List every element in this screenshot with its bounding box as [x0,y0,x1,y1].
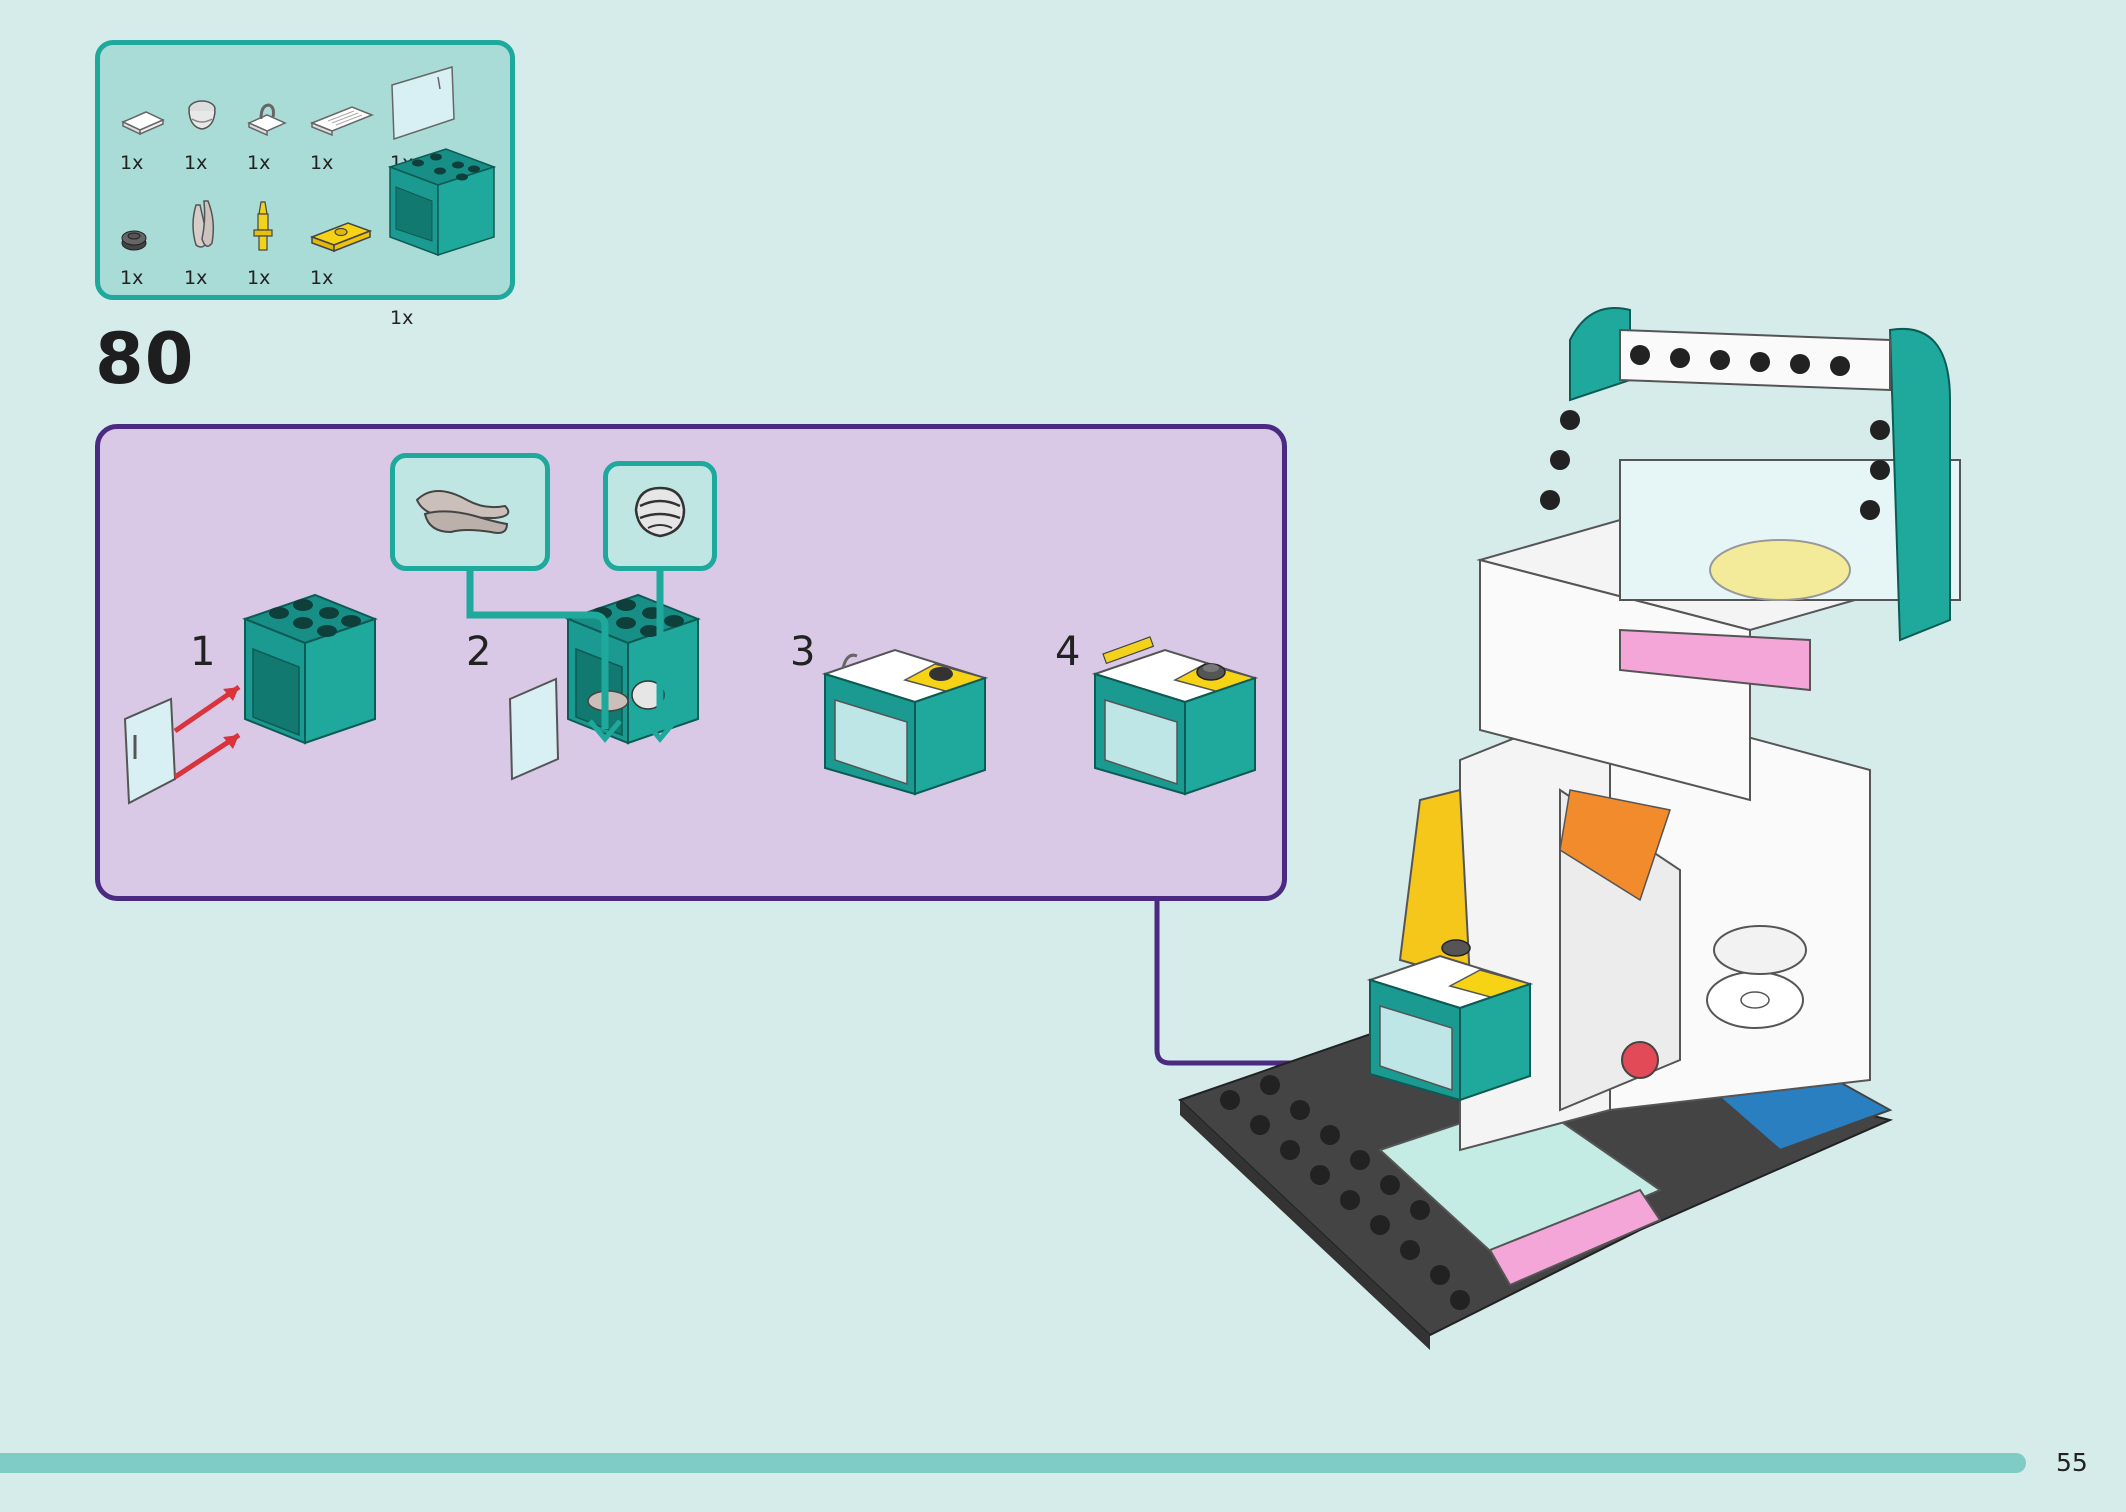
part-qty: 1x [310,152,334,174]
bowl-icon [188,100,216,130]
part-qty: 1x [184,152,208,174]
glass-door-icon [391,66,455,141]
part-tongs: 1x [182,195,242,289]
callout-tongs [390,453,550,571]
placed-cabinet [1366,939,1534,1102]
clip-tile-icon [247,103,287,137]
part-qty: 1x [120,152,144,174]
sub-step-drawings [123,571,1259,805]
part-clip-tile: 1x [245,97,305,174]
part-qty: 1x [390,307,414,329]
tongs-icon [415,490,510,534]
page-progress-bar [0,1453,2026,1473]
bowl-icon [634,486,686,538]
white-tile-icon [121,111,165,136]
callout-bowl [603,461,717,571]
part-yellow-tool: 1x [245,200,305,289]
sub-step-3-number: 3 [790,629,816,675]
step-number: 80 [95,318,195,400]
part-grille-tile: 1x [308,97,375,174]
yellow-jumper-plate-icon [309,222,373,253]
sub-step-3-drawing [821,648,989,796]
purple-arrow [1154,901,1360,1066]
yellow-tool-icon [253,201,273,251]
part-white-tile: 1x [118,100,178,174]
part-bowl: 1x [182,95,242,174]
part-qty: 1x [310,267,334,289]
sub-step-2-number: 2 [466,629,492,675]
part-qty: 1x [184,267,208,289]
tongs-icon [192,200,215,248]
teal-arrow [466,571,609,729]
part-teal-cupboard: 1x [388,145,497,329]
part-yellow-jumper-plate: 1x [308,217,373,289]
sub-step-4-number: 4 [1055,629,1081,675]
round-plate-icon [121,230,147,251]
sub-step-4-drawing [1091,636,1259,796]
sub-step-1-number: 1 [190,629,216,675]
part-qty: 1x [247,267,271,289]
teal-cupboard-icon [388,148,497,257]
parts-list: 1x 1x 1x 1x 1x [95,40,515,329]
part-round-plate: 1x [118,225,178,289]
part-qty: 1x [247,152,271,174]
grille-tile-icon [309,106,375,137]
sub-assembly-panel: 1 2 3 4 [95,424,1287,901]
sub-step-2-drawing [508,594,699,781]
page-number: 55 [2056,1448,2088,1477]
sub-step-1-drawing [123,594,376,805]
part-qty: 1x [120,267,144,289]
